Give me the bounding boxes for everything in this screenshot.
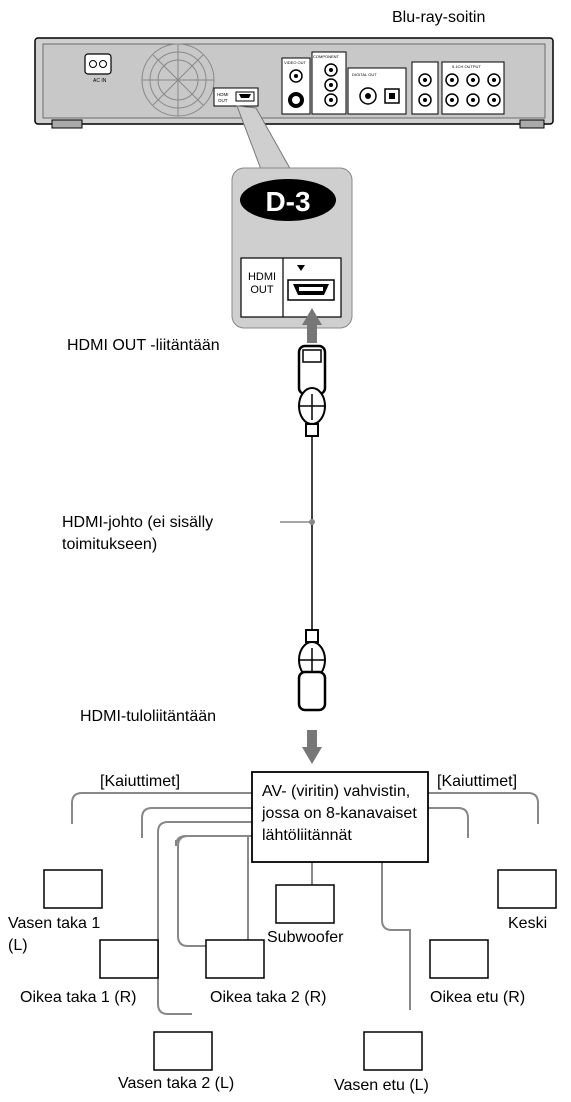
speaker-label-subwoofer: Subwoofer: [267, 929, 344, 946]
hdmi-out-port-zoomed: HDMI OUT: [240, 257, 342, 318]
speaker-vasen-taka-1: [43, 869, 103, 909]
audio-out-ports: [411, 61, 439, 115]
speaker-oikea-taka-1: [99, 939, 159, 979]
player-label: Blu-ray-soitin: [392, 9, 486, 26]
d3-badge-label: D-3: [265, 186, 310, 217]
video-out-ports: VIDEO OUT: [281, 57, 311, 115]
svg-text:DIGITAL OUT: DIGITAL OUT: [352, 72, 377, 77]
hdmi-out-connector-label: HDMI OUT -liitäntään: [67, 337, 220, 354]
speaker-label-vasen-taka-1: Vasen taka 1: [8, 915, 101, 932]
speaker-label-keski: Keski: [508, 915, 548, 932]
digital-out-ports: DIGITAL OUT: [347, 67, 407, 115]
hdmi-in-connector-label: HDMI-tuloliitäntään: [80, 708, 217, 725]
amp-label-line2: jossa on 8-kanavaiset: [261, 805, 417, 822]
fan-grille: [141, 43, 215, 117]
speaker-subwoofer: [275, 884, 335, 924]
d3-badge: D-3: [240, 179, 336, 221]
speaker-label-vasen-taka-2: Vasen taka 2 (L): [118, 1075, 235, 1092]
component-video-ports: COMPONENT: [311, 51, 347, 115]
amp-label-line3: lähtöliitännät: [262, 827, 352, 844]
hdmi-out-port-small: HDMI OUT: [213, 87, 259, 107]
down-arrow-icon: [302, 730, 322, 764]
ac-in-label: AC IN: [93, 78, 107, 84]
hdmi-out-small-label: HDMI: [217, 92, 229, 97]
port-label-line2: OUT: [250, 284, 274, 296]
speaker-vasen-etu: [363, 1031, 423, 1071]
speaker-label-oikea-taka-1: Oikea taka 1 (R): [20, 989, 137, 1006]
svg-text:VIDEO OUT: VIDEO OUT: [284, 60, 307, 65]
av-amplifier: [251, 771, 429, 863]
speaker-oikea-taka-2: [205, 939, 265, 979]
cable-label-line1: HDMI-johto (ei sisälly: [62, 514, 214, 531]
hdmi-cable: [280, 308, 327, 764]
svg-text:5.1CH OUTPUT: 5.1CH OUTPUT: [452, 64, 481, 69]
blu-ray-player: AC IN HDMI OUT VIDEO OUT: [34, 37, 554, 129]
speaker-label-oikea-taka-2: Oikea taka 2 (R): [210, 989, 327, 1006]
speaker-oikea-etu: [429, 939, 489, 979]
ac-in-socket: AC IN: [84, 53, 112, 84]
speaker-label-oikea-etu: Oikea etu (R): [430, 989, 526, 1006]
cable-label-line2: toimitukseen): [62, 536, 158, 553]
speaker-vasen-taka-2: [153, 1031, 213, 1071]
speaker-keski: [497, 869, 557, 909]
svg-text:OUT: OUT: [218, 98, 228, 103]
speaker-boxes: [43, 869, 557, 1071]
speakers-left-label: [Kaiuttimet]: [100, 773, 181, 790]
speaker-label-vasen-taka-1-side: (L): [8, 937, 28, 954]
port-label-line1: HDMI: [248, 271, 276, 283]
speakers-right-label: [Kaiuttimet]: [437, 773, 518, 790]
amp-label-line1: AV- (viritin) vahvistin,: [262, 783, 410, 800]
five-one-channel-ports: 5.1CH OUTPUT: [441, 61, 505, 115]
speaker-label-vasen-etu: Vasen etu (L): [334, 1077, 429, 1094]
svg-text:COMPONENT: COMPONENT: [313, 54, 340, 59]
up-arrow-icon: [302, 308, 322, 343]
